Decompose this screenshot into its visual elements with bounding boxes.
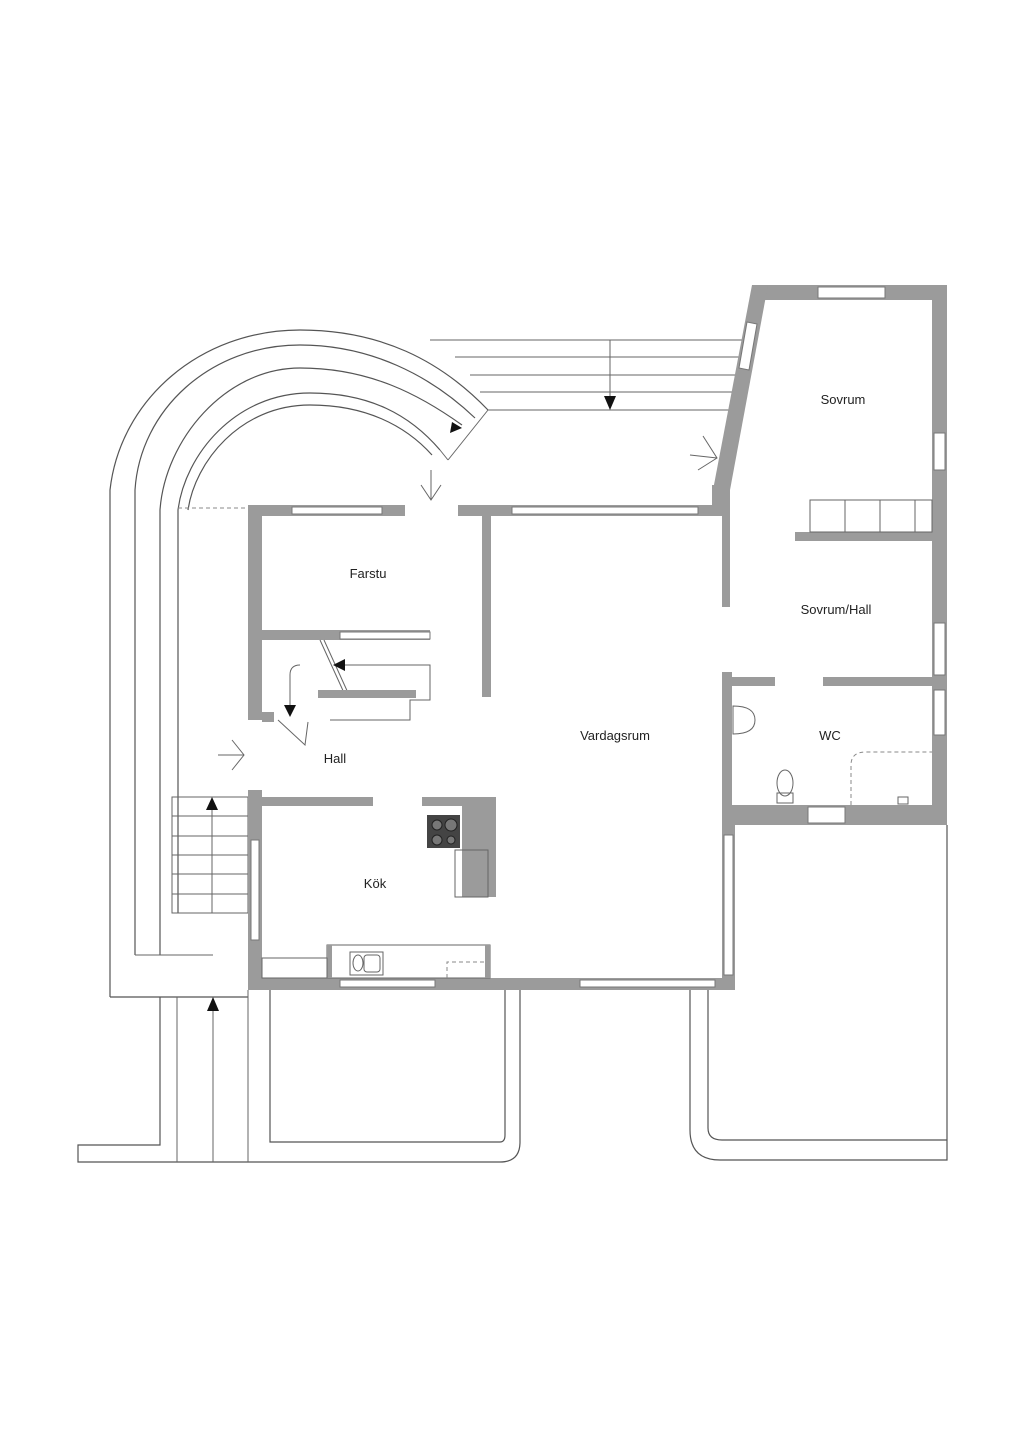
left-stairs — [171, 796, 249, 914]
room-label-sovrum-hall: Sovrum/Hall — [801, 602, 872, 617]
room-labels: Sovrum Farstu Sovrum/Hall Vardagsrum WC … — [324, 392, 872, 891]
sink — [349, 951, 384, 976]
room-label-farstu: Farstu — [350, 566, 387, 581]
straight-stairs-top — [430, 339, 745, 433]
curved-stair-arrow-icon — [450, 422, 462, 433]
washbasin — [732, 705, 756, 735]
entry-arrow-icon — [218, 739, 245, 771]
room-label-sovrum: Sovrum — [821, 392, 866, 407]
room-label-vardagsrum: Vardagsrum — [580, 728, 650, 743]
room-label-wc: WC — [819, 728, 841, 743]
entry-arrow-icon — [420, 470, 442, 501]
wardrobe — [809, 499, 933, 533]
inner-stair-arrow-icon — [333, 659, 345, 671]
entry-arrow-icon — [689, 435, 718, 471]
outdoor-paths — [77, 825, 948, 1163]
entrance-arrows — [218, 435, 718, 771]
room-label-hall: Hall — [324, 751, 347, 766]
path-arrow-up-icon — [207, 997, 219, 1011]
fixtures — [261, 499, 933, 979]
room-label-kok: Kök — [364, 876, 387, 891]
stair-arrow-up-icon — [206, 797, 218, 810]
windows — [250, 286, 946, 988]
toilet — [776, 769, 794, 797]
curved-terrace — [109, 329, 489, 997]
stair-arrow-down-icon — [604, 396, 616, 410]
inner-stair-arrow-down-icon — [284, 705, 296, 717]
